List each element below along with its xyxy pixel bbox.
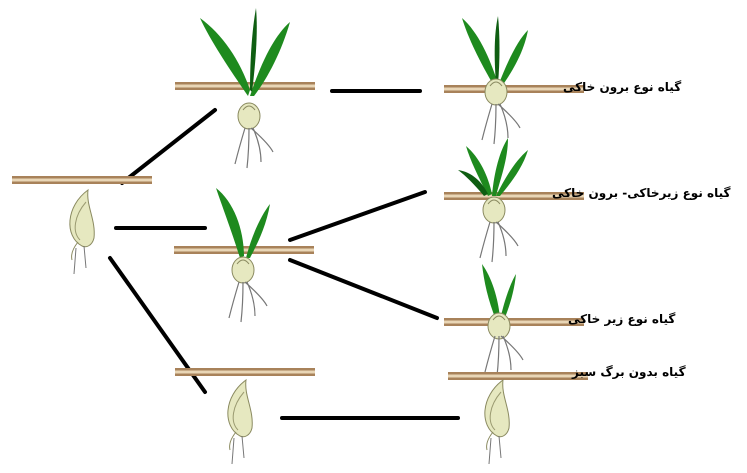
- connector-middle-to-below-above: [290, 192, 425, 240]
- soil-line-bottom-middle: [175, 368, 315, 376]
- soil-line-right-4: [448, 372, 588, 380]
- roots-icon: [229, 282, 267, 322]
- bulb-icon: [238, 103, 260, 129]
- plant-below-above-ground: [444, 138, 584, 262]
- label-below-ground: گیاه نوع زیر خاکی: [568, 312, 675, 326]
- plant-top-middle: [175, 8, 315, 168]
- bulb-icon: [488, 313, 510, 339]
- seed-icon: [485, 380, 509, 464]
- roots-icon: [235, 128, 273, 168]
- label-above-ground: گیاه نوع برون خاکی: [563, 80, 681, 94]
- soil-line-middle: [174, 246, 314, 254]
- bulb-icon: [232, 257, 254, 283]
- roots-icon: [485, 336, 523, 376]
- soil-line-left: [12, 176, 152, 184]
- label-leafless: گیاه بدون برگ سبز: [572, 365, 686, 379]
- connector-seed-to-top: [122, 110, 215, 183]
- plant-below-ground: [444, 264, 584, 376]
- plant-middle: [174, 188, 314, 322]
- label-below-above-ground: گیاه نوع زیرخاکی- برون خاکی: [552, 186, 730, 200]
- roots-icon: [482, 104, 520, 144]
- connector-middle-to-below-ground: [290, 260, 437, 318]
- bulb-icon: [485, 79, 507, 105]
- seed-left: [12, 176, 152, 274]
- seed-icon: [228, 380, 252, 464]
- bulb-icon: [483, 197, 505, 223]
- soil-line-right-3: [444, 318, 584, 326]
- plant-leafless: [448, 372, 588, 464]
- seed-icon: [70, 190, 94, 274]
- roots-icon: [480, 222, 518, 262]
